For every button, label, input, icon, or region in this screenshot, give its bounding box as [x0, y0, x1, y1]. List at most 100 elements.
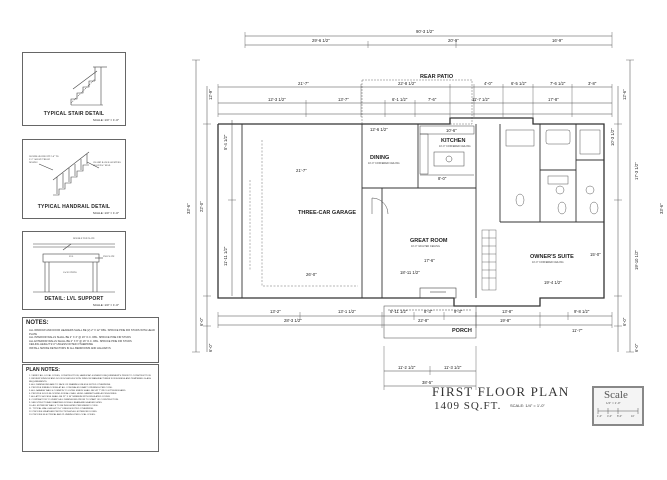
handrail-detail-panel: HANDRAIL HEIGHT 2'-8" TO 3'-2" ABOVE TRE… — [22, 139, 126, 219]
dim-bottom-b2: 13'-1 1/2" — [338, 309, 356, 314]
notes-line: INSTALL SMOKE DETECTORS IN ALL BEDROOMS … — [29, 346, 111, 350]
dim-right-r5: 33'-6" — [659, 203, 664, 214]
scale-stamp-label: Scale — [604, 389, 628, 401]
dim-owners-height: 15'-0" — [590, 252, 601, 257]
dim-dining-width: 12'-6 1/2" — [370, 127, 388, 132]
lvl-detail-scale: SCALE: 1/4" = 1'-0" — [92, 303, 119, 307]
dim-row3c: 6'-1 1/2" — [392, 97, 408, 102]
lvl-support-drawing — [33, 243, 115, 293]
dim-great-width: 17'-6" — [424, 258, 435, 263]
dim-kitchen-depth: 8'-0" — [438, 176, 447, 181]
dim-top-seg2: 20'-9" — [448, 38, 459, 43]
dim-porch1: 11'-2 1/2" — [398, 365, 416, 370]
dim-owners-width: 19'-4 1/2" — [544, 280, 562, 285]
scale-mark: 8'-0" — [617, 415, 623, 418]
scale-mark: 16' — [631, 415, 635, 418]
room-sub-kitchen: 10'-0" COFFERED CEILING — [439, 145, 471, 148]
stair-detail-scale: SCALE: 1/4" = 1'-0" — [92, 118, 119, 122]
plan-notes-line: 7. ALL ATTIC ACCESS SHALL BE 22" X 30" M… — [29, 396, 111, 398]
dim-top-seg3: 16'-9" — [552, 38, 563, 43]
dim-right-r6: 6'-0" — [622, 317, 627, 326]
scale-stamp: Scale 1/4" = 1'-0" 1'-0" 4'-0" 8'-0" 16' — [592, 386, 644, 426]
lvl-note-jack-studs: JACK STUDS — [63, 272, 77, 274]
plan-notes-line: 10. ALL EXTERIOR WALLS TO BE INSULATED P… — [29, 405, 99, 407]
dim-left-l7: 6'-0" — [208, 343, 213, 352]
dim-top-seg1: 29'-6 1/2" — [312, 38, 330, 43]
handrail-note-height: HANDRAIL HEIGHT 2'-8" TO 3'-2" ABOVE TRE… — [29, 156, 59, 164]
room-sub-great-room: 10'-0" VAULTED CEILING — [411, 245, 440, 248]
notes-line: ALL WINDOW AND DOOR HEADERS SHALL BE (2)… — [29, 329, 155, 336]
dim-right-r4: 19'-10 1/2" — [634, 250, 639, 270]
dim-garage-height: 26'-0" — [306, 272, 317, 277]
handrail-note-balusters: GUARD RAIL BALUSTERS SPACED 4" MAX. — [93, 162, 121, 167]
dim-porch-overall: 38'-5" — [422, 380, 433, 385]
dim-right-r7: 6'-0" — [634, 343, 639, 352]
dim-bottom-b7: 9'-8 1/2" — [574, 309, 590, 314]
plan-notes-line: 3. ALL DIMENSIONS ARE TO FACE OF FRAMING… — [29, 384, 111, 386]
dim-porch2: 11'-3 1/2" — [444, 365, 462, 370]
dim-bottom-b5: 9'-3" — [454, 309, 463, 314]
stair-detail-panel: TYPICAL STAIR DETAIL SCALE: 1/4" = 1'-0" — [22, 52, 126, 126]
plan-notes-line: 4. PROVIDE FIREBLOCKING AT ALL CONCEALED… — [29, 387, 113, 389]
dim-right-r3: 17'-3 1/2" — [634, 162, 639, 180]
dim-right-r1: 12'-6" — [622, 89, 627, 100]
dim-left-l1: 12'-9" — [208, 89, 213, 100]
dim-great-height: 18'-11 1/2" — [400, 270, 420, 275]
dim-bottom-c1: 28'-3 1/2" — [284, 318, 302, 323]
dim-patio1: 21'-7" — [298, 81, 309, 86]
handrail-detail-scale: SCALE: 1/4" = 1'-0" — [92, 211, 119, 215]
room-sub-owners-suite: 10'-0" COFFERED CEILING — [532, 261, 564, 264]
dim-patio4: 6'-5 1/2" — [511, 81, 527, 86]
dim-left-l5: 11'-11 1/2" — [223, 246, 228, 266]
dim-right-r2: 10'-3 1/2" — [610, 128, 615, 146]
room-sub-dining: 10'-0" COFFERED CEILING — [368, 162, 400, 165]
plan-notes-line: 5. ALL GARAGE WALLS COMMON TO LIVING SPA… — [29, 390, 126, 392]
dim-bottom-c3: 19'-8" — [500, 318, 511, 323]
plan-title: FIRST FLOOR PLAN — [432, 384, 570, 399]
plan-notes-panel: PLAN NOTES: 1. VERIFY ALL LOCAL CODES, C… — [22, 364, 159, 452]
plan-notes-line: 2. REVIEW WINDOW AND DOOR SCHEDULE WITH … — [29, 378, 151, 383]
dim-left-l3: 33'-6" — [186, 203, 191, 214]
plan-notes-line: 13. PROVIDE ELECTRICAL AND PLUMBING PER … — [29, 414, 96, 416]
room-label-garage: THREE-CAR GARAGE — [298, 210, 357, 216]
plan-notes-list: 1. VERIFY ALL LOCAL CODES, CONSTRUCTION,… — [29, 375, 156, 417]
plan-notes-line: 1. VERIFY ALL LOCAL CODES, CONSTRUCTION,… — [29, 375, 152, 377]
dim-overall-top: 90'-3 1/2" — [416, 29, 434, 34]
dim-row3d: 7'-6" — [428, 97, 437, 102]
room-label-owners-suite: OWNER'S SUITE — [530, 254, 574, 260]
scale-mark: 4'-0" — [607, 415, 613, 418]
dim-row3a: 12'-3 1/2" — [268, 97, 286, 102]
scale-stamp-sub: 1/4" = 1'-0" — [606, 401, 621, 405]
scale-bar — [597, 408, 639, 414]
scale-mark: 1'-0" — [597, 415, 603, 418]
dim-patio2: 22'-8 1/2" — [398, 81, 416, 86]
stair-detail-title: TYPICAL STAIR DETAIL — [43, 111, 105, 117]
dim-left-l6: 6'-0" — [199, 317, 204, 326]
room-label-great-room: GREAT ROOM — [410, 238, 448, 244]
dim-patio6: 3'-8" — [588, 81, 597, 86]
dim-bottom-c4: 11'-7" — [572, 328, 583, 333]
dim-bottom-b3: 5'-11 1/2" — [390, 309, 408, 314]
lvl-note-plate: 2X6 PLATE — [103, 256, 115, 258]
dim-bottom-b6: 13'-8" — [502, 309, 513, 314]
dim-left-l2: 5'-4 1/2" — [223, 134, 228, 150]
dim-garage-width: 21'-7" — [296, 168, 307, 173]
plan-area: 1409 SQ.FT. — [434, 400, 502, 412]
dim-kitchen-width: 10'-6" — [446, 128, 457, 133]
lvl-note-lvl: LVL — [69, 256, 74, 258]
stair-detail-drawing — [70, 66, 107, 106]
room-label-porch: PORCH — [452, 328, 472, 334]
dim-patio5: 7'-6 1/2" — [550, 81, 566, 86]
lvl-support-detail-panel: DOUBLE TOP PLATE LVL 2X6 PLATE JACK STUD… — [22, 231, 126, 310]
notes-line: ALL INTERIOR WALLS SHALL BE 2" X 4" @ 16… — [29, 336, 131, 340]
room-label-rear-patio: REAR PATIO — [420, 74, 454, 80]
plan-notes-line: 9. SEE STRUCTURAL DRAWINGS FOR ALL BEAM … — [29, 402, 103, 404]
plan-notes-line: 6. PROVIDE SOLID BLOCKING FOR ALL WALL H… — [29, 393, 117, 395]
dim-row3b: 13'-7" — [338, 97, 349, 102]
handrail-detail-drawing — [38, 151, 100, 196]
plan-notes-line: 12. PROVIDE WEATHER PROTECTION AT ALL EX… — [29, 411, 98, 413]
dim-patio3: 4'-0" — [484, 81, 493, 86]
dim-bottom-b4: 8'-3" — [424, 309, 433, 314]
dim-bottom-b1: 13'-2" — [270, 309, 281, 314]
notes-line: CEILING HEIGHT 9'-0" UNLESS NOTED OTHERW… — [29, 343, 94, 347]
